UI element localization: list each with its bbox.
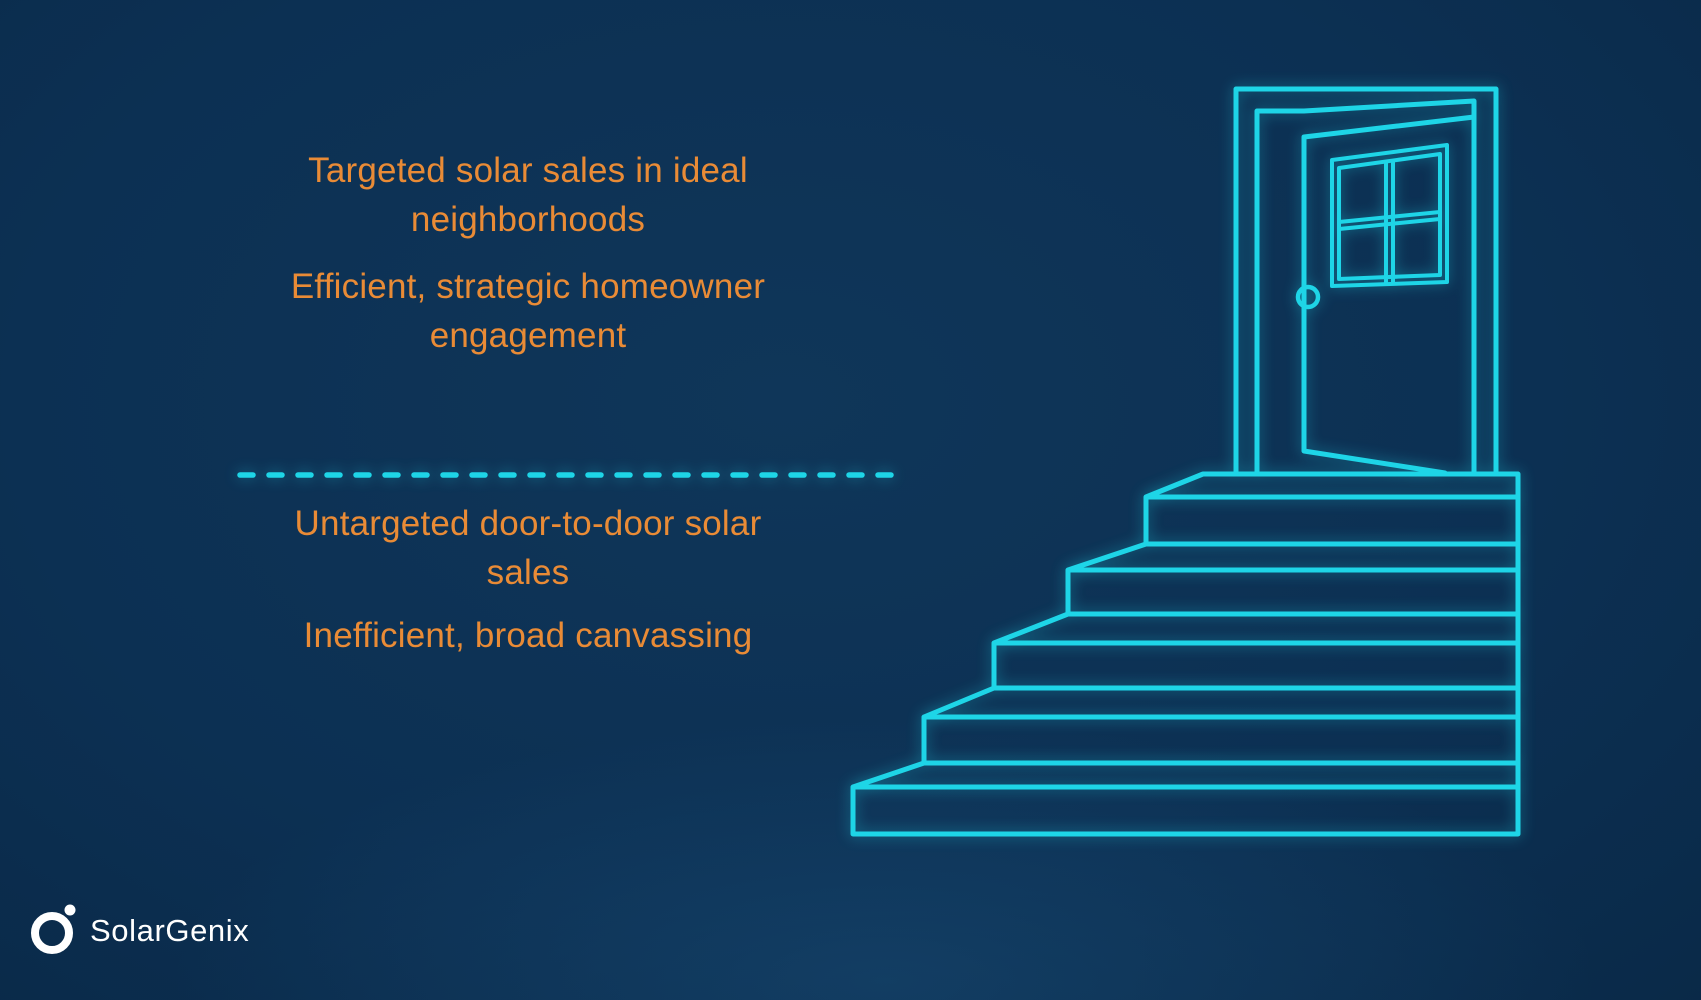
targeted-heading-line1: Targeted solar sales in ideal: [308, 151, 748, 190]
targeted-heading-line2: neighborhoods: [410, 200, 646, 239]
door-leaf: [1301, 114, 1477, 476]
untargeted-subheading: Inefficient, broad canvassing: [170, 611, 886, 660]
door-outer-frame: [1233, 86, 1499, 477]
doorknob-icon: [1295, 284, 1321, 310]
door-icon: [1233, 86, 1499, 477]
untargeted-subheading-line1: Inefficient, broad canvassing: [303, 616, 753, 655]
targeted-subheading-line1: Efficient, strategic homeowner: [290, 267, 766, 306]
untargeted-heading-line1: Untargeted door-to-door solar: [294, 504, 762, 543]
door-window: [1330, 143, 1449, 288]
door-inner-frame: [1254, 98, 1477, 477]
solargenix-logo: SolarGenix: [31, 903, 249, 958]
ring-dot-logo-icon: [31, 904, 76, 954]
targeted-heading: Targeted solar sales in ideal neighborho…: [170, 146, 886, 244]
stairs-icon: [850, 471, 1521, 837]
targeted-subheading: Efficient, strategic homeowner engagemen…: [170, 262, 886, 360]
untargeted-heading: Untargeted door-to-door solar sales: [170, 499, 886, 597]
targeted-subheading-line2: engagement: [429, 316, 627, 355]
untargeted-heading-line2: sales: [486, 553, 570, 592]
logo-text: SolarGenix: [90, 913, 250, 948]
